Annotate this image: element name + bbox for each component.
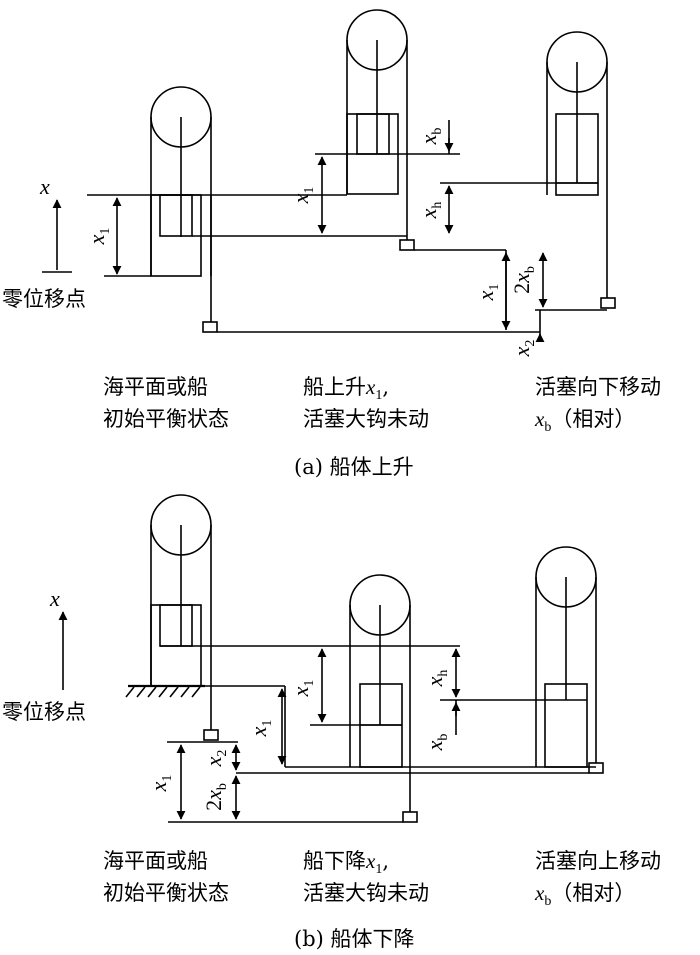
svg-text:xb: xb xyxy=(422,734,451,752)
svg-text:x1: x1 xyxy=(246,720,275,738)
state1-line2-b: 初始平衡状态 xyxy=(103,881,229,905)
state3-line2-a: xb（相对） xyxy=(534,407,635,435)
unit-2-b xyxy=(349,574,418,823)
svg-text:xh: xh xyxy=(416,202,445,220)
svg-text:xb: xb xyxy=(416,128,445,146)
unit-1-a xyxy=(150,86,218,333)
svg-text:2xb: 2xb xyxy=(509,266,538,294)
axis-symbol-b: x xyxy=(49,586,60,611)
panel-b: x 零位移点 xyxy=(2,494,661,951)
state2-line1-b: 船下降x1, xyxy=(303,849,389,877)
axis-symbol-a: x xyxy=(39,174,50,199)
svg-text:x1: x1 xyxy=(288,187,317,205)
state3-line1-a: 活塞向下移动 xyxy=(535,375,661,399)
state3-line1-b: 活塞向上移动 xyxy=(535,849,661,873)
axis-indicator-b: x 零位移点 xyxy=(2,586,86,724)
unit-2-a xyxy=(346,9,415,251)
unit-3-b xyxy=(535,546,604,774)
caption-a: (a) 船体上升 xyxy=(294,455,414,479)
ground-hatch xyxy=(125,684,205,698)
svg-text:x2: x2 xyxy=(201,750,230,768)
axis-indicator-a: x 零位移点 xyxy=(2,174,86,311)
unit-3-a xyxy=(546,31,616,309)
state2-line2-b: 活塞大钩未动 xyxy=(303,881,429,905)
state1-line1-b: 海平面或船 xyxy=(103,849,208,873)
zero-label-a: 零位移点 xyxy=(2,287,86,311)
svg-text:xh: xh xyxy=(422,670,451,688)
svg-text:2xb: 2xb xyxy=(201,783,230,811)
state2-line1-a: 船上升x1, xyxy=(303,375,389,403)
state2-line2-a: 活塞大钩未动 xyxy=(303,407,429,431)
unit-1-b xyxy=(150,494,219,741)
zero-label-b: 零位移点 xyxy=(2,700,86,724)
svg-text:x2: x2 xyxy=(509,340,538,358)
svg-text:x1: x1 xyxy=(473,284,502,302)
state1-line1-a: 海平面或船 xyxy=(103,375,208,399)
panel-a: x 零位移点 xyxy=(2,9,661,479)
state3-line2-b: xb（相对） xyxy=(534,881,635,909)
state1-line2-a: 初始平衡状态 xyxy=(103,407,229,431)
svg-text:x1: x1 xyxy=(146,775,175,793)
svg-text:x1: x1 xyxy=(288,680,317,698)
caption-b: (b) 船体下降 xyxy=(294,927,415,951)
svg-text:x1: x1 xyxy=(84,228,113,246)
